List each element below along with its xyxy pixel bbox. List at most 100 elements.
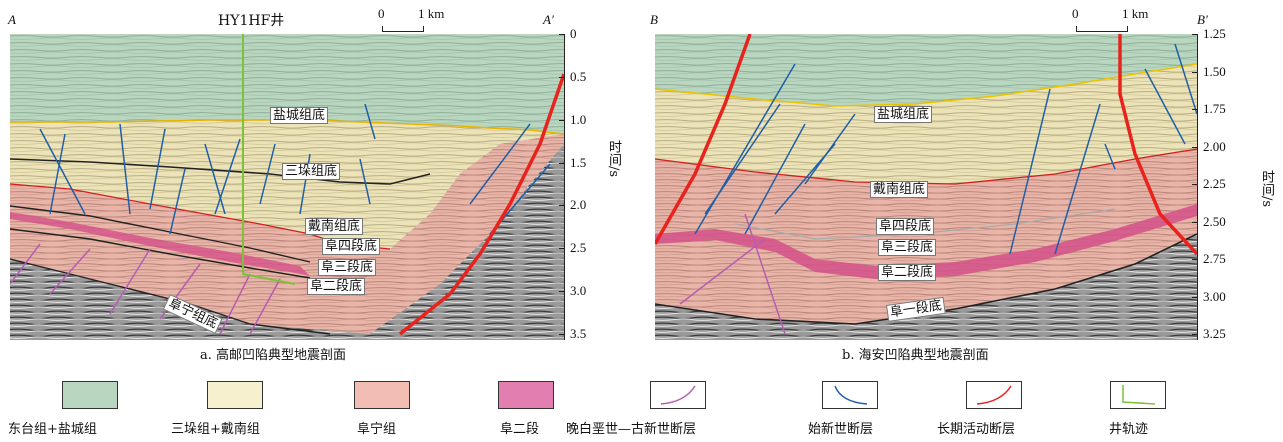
axis-tick-mark [1192, 146, 1197, 148]
seismic-section-a [10, 34, 564, 340]
axis-tick-label: 0 [570, 26, 577, 41]
axis-tick-mark [559, 334, 564, 335]
scale-one-label: 1 km [418, 6, 445, 21]
panel-b-left-letter: B [650, 12, 658, 27]
scale-one-label: 1 km [1122, 6, 1149, 21]
panel-a-axis-title: 时间/s [606, 140, 621, 178]
axis-tick-mark [1192, 259, 1197, 260]
axis-tick-mark [559, 291, 564, 293]
seismic-section-a-svg [10, 34, 564, 340]
seismic-section-b-svg [655, 34, 1197, 340]
axis-tick-label: 3.0 [570, 283, 587, 299]
long-active-fault-b-right [1118, 34, 1197, 256]
sanduo-dainan-layer [10, 120, 564, 249]
horizon-label-fu2: 阜二段底 [878, 264, 937, 281]
axis-tick-mark [1192, 334, 1197, 335]
horizon-label-fu4: 阜四段底 [876, 218, 935, 235]
scale-zero-label: 0 [378, 6, 385, 21]
legend-label: 井轨迹 [1109, 422, 1149, 437]
horizon-label-fu3: 阜三段底 [318, 259, 377, 276]
axis-tick-mark [559, 119, 564, 121]
axis-tick-label: 3.00 [1203, 288, 1226, 304]
axis-tick-label: 1.0 [570, 111, 587, 127]
panel-b-caption: b. 海安凹陷典型地震剖面 [842, 348, 989, 363]
horizon-label-yancheng: 盐城组底 [874, 106, 933, 123]
blue-faults [39, 103, 551, 235]
fu1-base-line [655, 233, 1197, 325]
purple-faults [679, 213, 786, 335]
axis-tick-mark [1192, 221, 1197, 223]
legend-swatch [822, 381, 878, 409]
axis-tick-label: 2.25 [1203, 176, 1226, 191]
horizon-label-fu3: 阜三段底 [878, 239, 937, 256]
legend-label: 东台组+盐城组 [8, 422, 97, 437]
yancheng-base-line [655, 63, 1197, 107]
legend-label: 始新世断层 [808, 422, 874, 437]
axis-tick-mark [559, 205, 564, 207]
horizon-label-fu2: 阜二段底 [307, 278, 366, 295]
long-active-fault-b-left [655, 34, 752, 245]
panel-b-axis-title: 时间/s [1259, 170, 1274, 208]
axis-tick-label: 2.75 [1203, 251, 1226, 266]
legend-swatch [1110, 381, 1166, 409]
sanduo-base-line [10, 158, 431, 185]
axis-tick-mark [559, 162, 564, 164]
axis-tick-label: 1.75 [1203, 101, 1226, 116]
seismic-section-b [655, 34, 1197, 340]
legend-swatch [207, 381, 263, 409]
funing-layer [655, 149, 1197, 324]
axis-tick-mark [1192, 71, 1197, 73]
axis-tick-label: 3.5 [570, 326, 587, 341]
legend-swatch [62, 381, 118, 409]
horizon-label-sanduo: 三垛组底 [282, 163, 341, 180]
horizon-label-yancheng: 盐城组底 [270, 107, 329, 124]
yancheng-base-line [10, 119, 564, 135]
legend-swatch [354, 381, 410, 409]
sanduo-dainan-layer [655, 64, 1197, 184]
funing-layer [10, 134, 564, 334]
axis-tick-label: 1.5 [570, 154, 587, 170]
legend-label: 阜宁组 [357, 422, 397, 437]
axis-tick-label: 1.50 [1203, 63, 1226, 79]
axis-tick-label: 2.0 [570, 197, 587, 213]
horizon-label-fu4: 阜四段底 [322, 238, 381, 255]
axis-tick-label: 2.5 [570, 240, 587, 256]
axis-tick-mark [1192, 184, 1197, 185]
axis-tick-mark [559, 34, 564, 35]
panel-a-scale-bar: 0 1 km [378, 6, 458, 32]
axis-tick-mark [1192, 34, 1197, 35]
axis-tick-label: 2.50 [1203, 213, 1226, 229]
axis-tick-label: 0.5 [570, 68, 587, 84]
blue-faults [694, 43, 1197, 255]
fu3-base-line [10, 228, 311, 279]
axis-tick-label: 1.25 [1203, 26, 1226, 41]
panel-a-time-axis [564, 34, 565, 340]
dainan-base-line [655, 148, 1197, 185]
axis-tick-mark [559, 248, 564, 250]
panel-b-right-letter: B′ [1197, 12, 1208, 27]
funing-base-line [10, 258, 331, 335]
long-active-fault-a [398, 73, 564, 336]
axis-tick-label: 2.00 [1203, 138, 1226, 154]
fu2-layer [10, 212, 310, 276]
legend-label: 长期活动断层 [937, 422, 1016, 437]
legend-label: 三垛组+戴南组 [171, 422, 260, 437]
axis-tick-label: 3.25 [1203, 326, 1226, 341]
legend-swatch [650, 381, 706, 409]
dongtai-yancheng-layer [10, 34, 564, 134]
legend-swatch [966, 381, 1022, 409]
horizon-label-dainan: 戴南组底 [305, 218, 364, 235]
axis-tick-mark [559, 76, 564, 78]
scale-zero-label: 0 [1072, 6, 1079, 21]
legend-label: 阜二段 [500, 422, 540, 437]
well-label: HY1HF井 [218, 13, 285, 29]
axis-tick-mark [1192, 109, 1197, 110]
panel-b-time-axis [1197, 34, 1198, 340]
panel-a-left-letter: A [8, 12, 16, 27]
dongtai-yancheng-layer [655, 34, 1197, 106]
well-track [242, 34, 296, 285]
legend-swatch [498, 381, 554, 409]
legend-label: 晚白垩世—古新世断层 [566, 422, 697, 437]
axis-tick-mark [1192, 296, 1197, 298]
panel-a-caption: a. 高邮凹陷典型地震剖面 [200, 348, 347, 363]
